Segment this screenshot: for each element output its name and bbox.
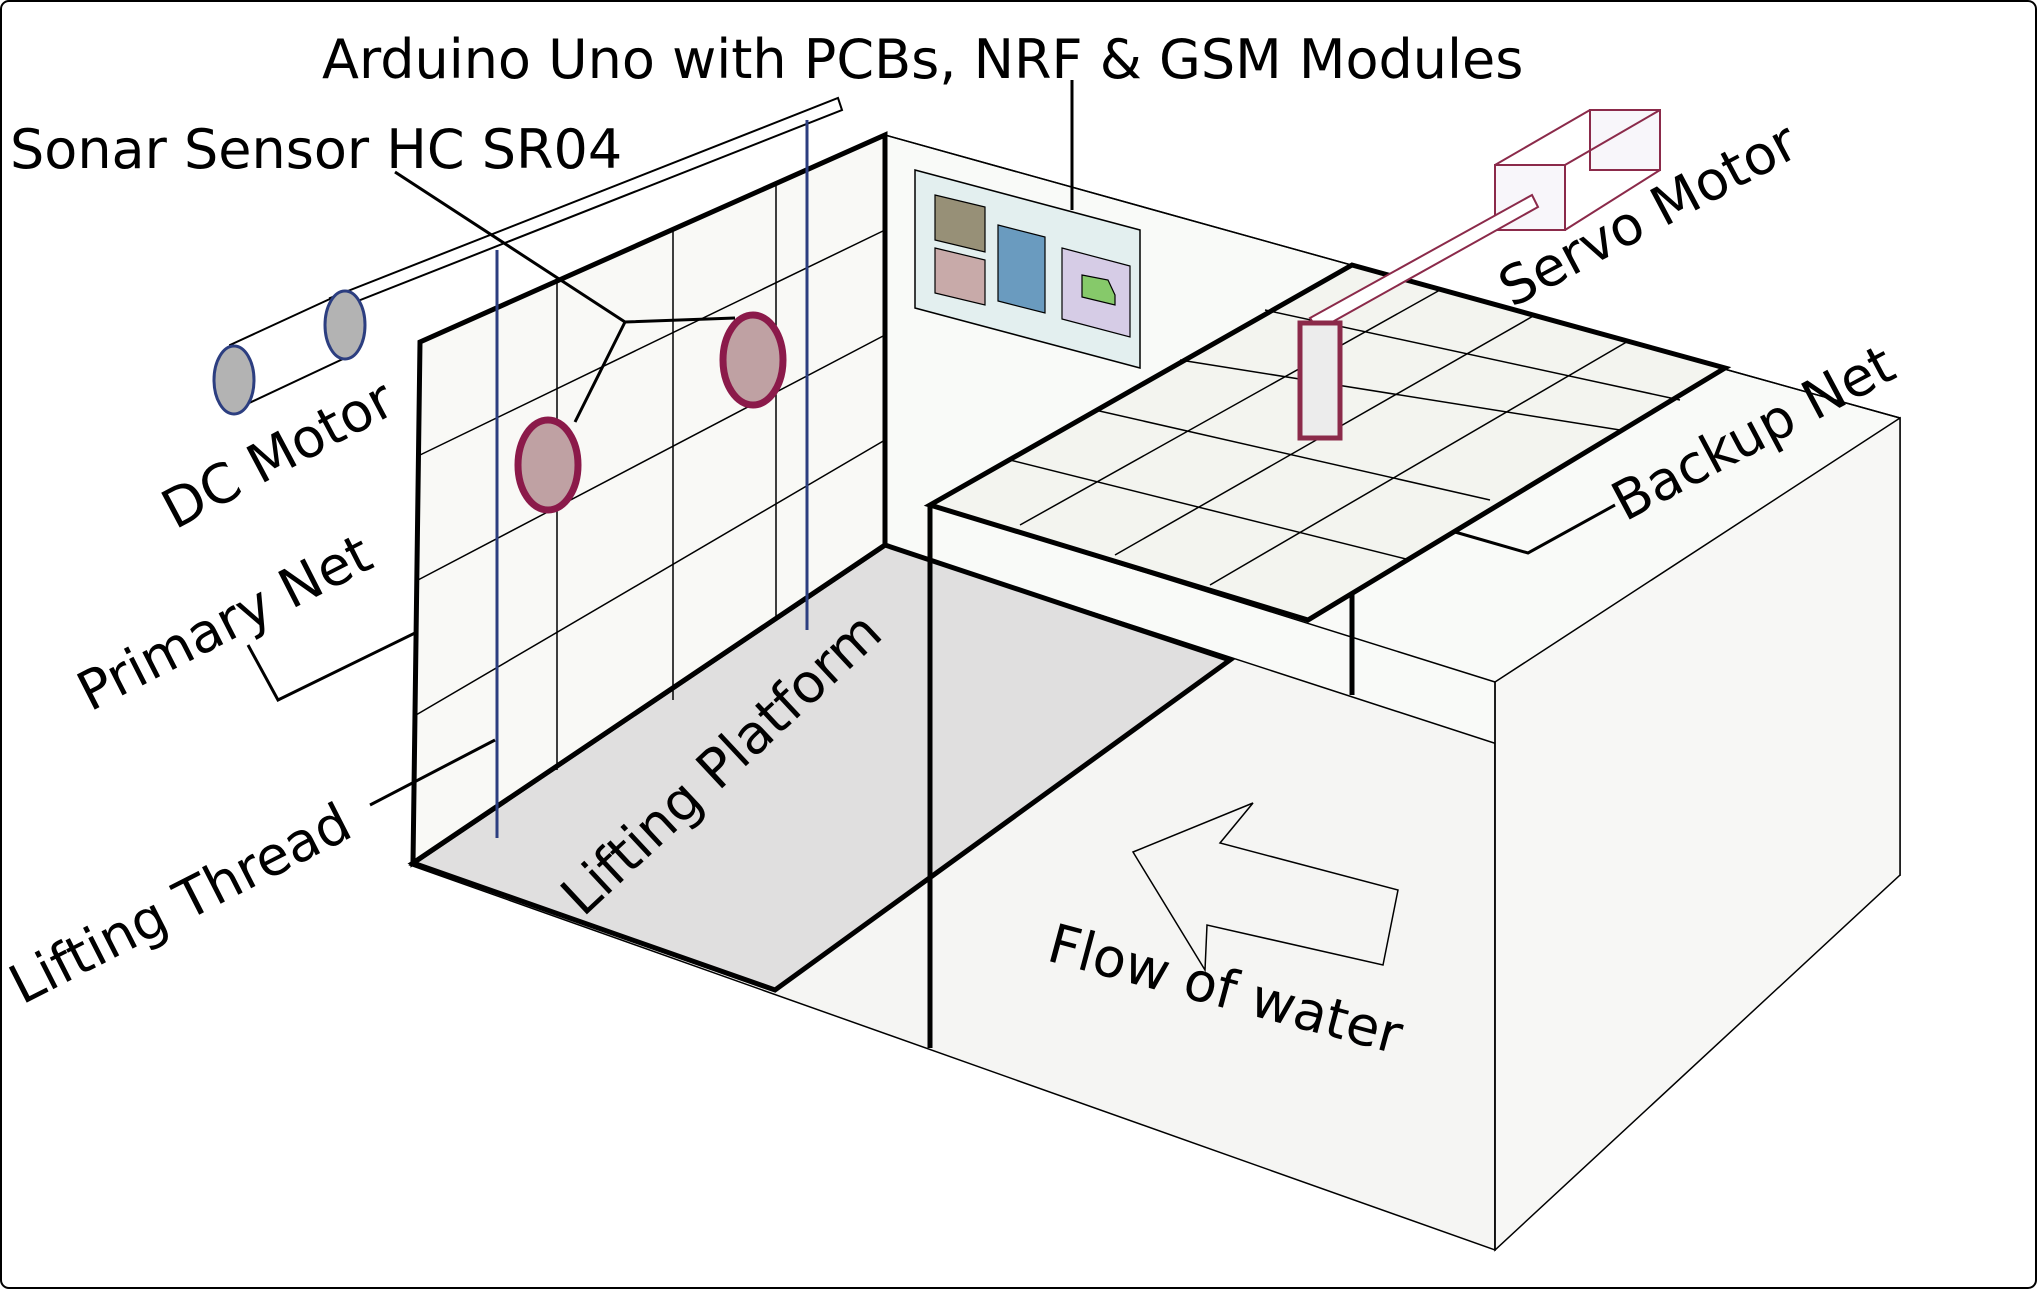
leader-lines [246, 80, 1616, 807]
flow-arrow [1131, 802, 1399, 973]
pcb-chip [1081, 274, 1116, 306]
sonar-sensor-right [719, 311, 787, 409]
sonar-sensor-left [514, 416, 582, 514]
servo-motor [1297, 109, 1661, 441]
dc-motor [212, 96, 844, 416]
leader-sonar-left [573, 321, 627, 423]
arduino-board [914, 169, 1141, 369]
label-arduino: Arduino Uno with PCBs, NRF & GSM Modules [322, 28, 1523, 91]
leader-lifting-thread [369, 738, 496, 807]
leader-primary-net [246, 631, 416, 702]
pcb-3 [997, 224, 1046, 314]
label-sonar: Sonar Sensor HC SR04 [10, 118, 622, 181]
backup-net [923, 262, 1732, 623]
leader-backup-net [1454, 503, 1616, 555]
servo-flap [1297, 320, 1343, 441]
pcb-1 [934, 194, 986, 253]
pcb-2 [934, 247, 986, 306]
